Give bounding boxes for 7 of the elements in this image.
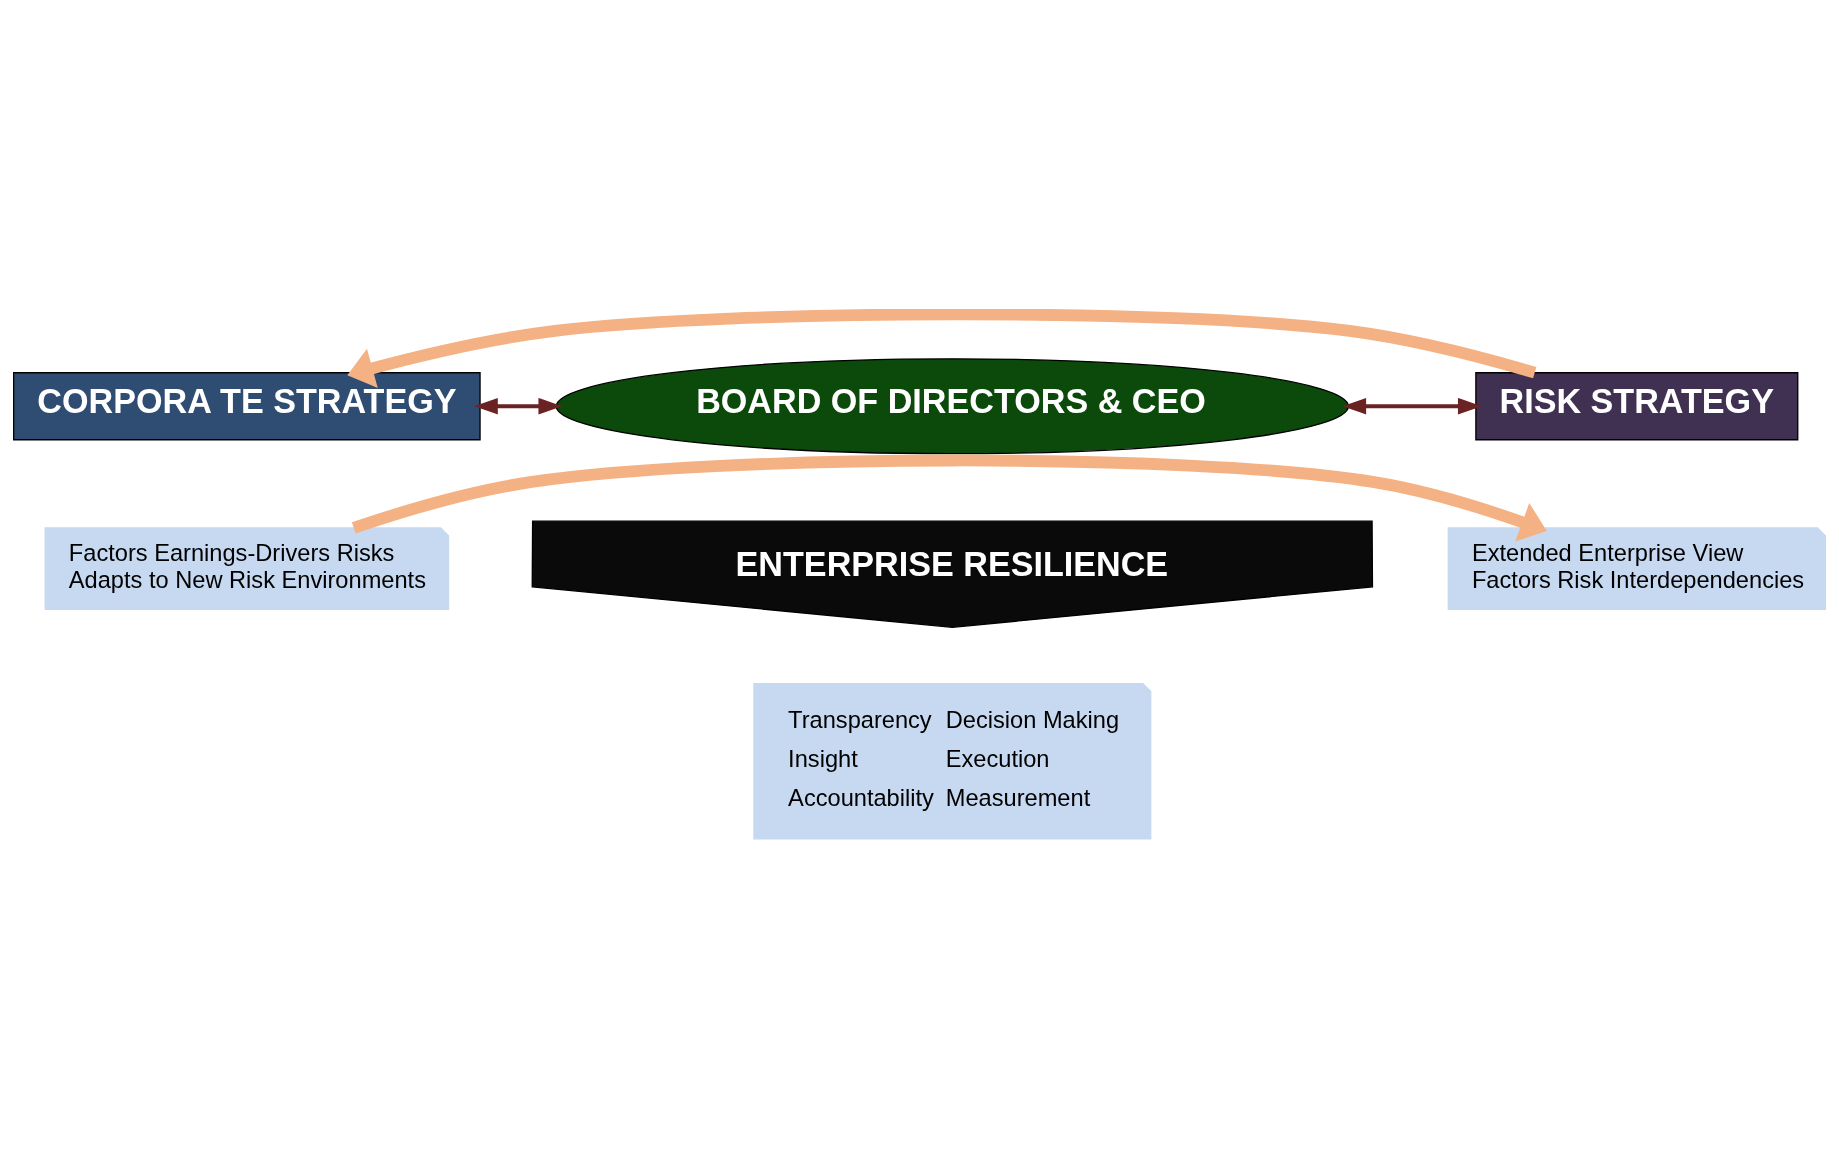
- node-box: RISK STRATEGY: [1475, 371, 1799, 440]
- node-ellipse: BOARD OF DIRECTORS & CEO: [555, 357, 1350, 454]
- arrow: [1342, 397, 1482, 415]
- node-box: CORPORA TE STRATEGY: [13, 371, 481, 440]
- arrow: [474, 397, 563, 415]
- arrow: [351, 454, 1547, 541]
- arrow: [347, 308, 1537, 388]
